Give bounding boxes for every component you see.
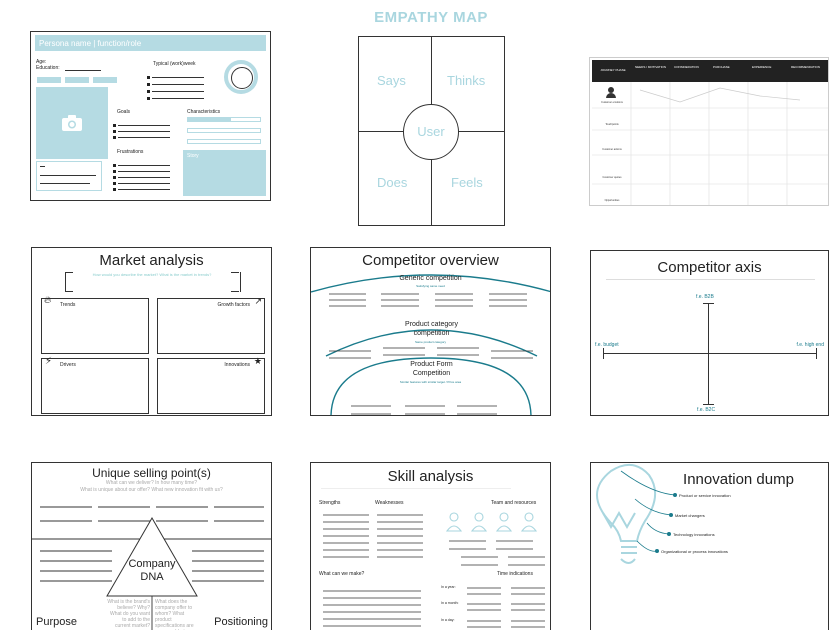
market-analysis-title: Market analysis — [99, 252, 204, 269]
flame-icon: 🔥︎ — [44, 295, 52, 306]
product-form-sub: Similar features with similar target / P… — [399, 380, 462, 384]
skill-strengths-label: Strengths — [319, 500, 341, 506]
persona-week-ring — [224, 60, 258, 94]
persona-age-label: Age: — [36, 59, 47, 65]
company-dna-label: Company DNA — [128, 558, 176, 583]
journey-row-label: Customer quotes — [602, 176, 622, 179]
persona-header-bar — [35, 35, 266, 51]
market-analysis-card[interactable]: Market analysis How would you describe t… — [31, 247, 272, 416]
empathy-map-title: EMPATHY MAP — [374, 9, 488, 26]
generic-competition-sub: Satisfying same need — [416, 284, 445, 288]
market-prompt: How would you describe the market? What … — [92, 272, 212, 277]
empathy-thinks-label: Thinks — [447, 73, 486, 88]
persona-header: Persona name | function/role — [39, 39, 142, 48]
skill-make-label: What can we make? — [319, 571, 365, 577]
journey-first-header: JOURNEY PHASE — [600, 68, 626, 72]
generic-competition-label: Generic competition — [399, 275, 462, 282]
persona-typical-week-label: Typical (work)week — [153, 61, 196, 67]
market-growth-label: Growth factors — [217, 302, 250, 308]
journey-phase: RECOMMENDATION — [791, 65, 820, 69]
innovation-dump-card[interactable]: Innovation dump Product or service innov… — [590, 462, 829, 630]
empathy-user-label: User — [417, 124, 445, 139]
skill-time-label: Time indications — [497, 571, 533, 577]
customer-journey-card[interactable]: JOURNEY PHASE NEEDS / MOTIVATION CONSIDE… — [589, 57, 829, 206]
journey-phase: EXPERIENCE — [752, 65, 772, 69]
journey-row-label: Customer actions — [602, 148, 622, 151]
competitor-overview-title: Competitor overview — [362, 252, 499, 269]
skill-team-label: Team and resources — [491, 500, 537, 506]
usp-question-1: What can we deliver? In how many time? — [105, 480, 198, 486]
persona-education-label: Education: — [36, 65, 60, 71]
market-drivers-label: Drivers — [60, 362, 76, 368]
competitor-axis-title: Competitor axis — [657, 259, 762, 276]
skill-time-day: In a day: — [441, 618, 455, 622]
innovation-item: Market changers — [675, 513, 705, 518]
market-innovations-label: Innovations — [224, 362, 250, 368]
innovation-item: Product or service innovation — [679, 493, 731, 498]
persona-goals-label: Goals — [117, 109, 131, 115]
persona-frustrations-label: Frustrations — [117, 149, 144, 155]
person-icon — [606, 93, 616, 98]
journey-phase: NEEDS / MOTIVATION — [635, 65, 667, 69]
persona-photo-placeholder[interactable] — [36, 87, 108, 159]
empathy-user-circle: User — [403, 104, 459, 160]
product-category-sub: Same product category — [414, 340, 447, 344]
usp-question-2: What is unique about our offer? What new… — [80, 487, 223, 493]
usp-lines — [32, 506, 271, 630]
skill-lines — [323, 512, 545, 628]
axis-right-label: f.e. high end — [796, 342, 824, 348]
innovation-item: Organizational or process innovations — [661, 549, 728, 554]
camera-icon — [62, 115, 82, 131]
market-innovations-box[interactable]: Innovations ★ — [157, 356, 265, 414]
innovation-connectors — [620, 470, 677, 553]
journey-header-row: JOURNEY PHASE NEEDS / MOTIVATION CONSIDE… — [592, 60, 828, 82]
unique-selling-point-card[interactable]: Unique selling point(s) What can we deli… — [31, 462, 272, 630]
innovation-title: Innovation dump — [683, 471, 794, 488]
chart-up-icon: ↗ — [254, 296, 262, 306]
usp-title: Unique selling point(s) — [92, 466, 211, 480]
person-icon — [608, 87, 614, 93]
axis-bottom-label: f.e. B2C — [697, 407, 716, 413]
axis-left-label: f.e. budget — [595, 342, 619, 348]
journey-phase: CONSIDERATION — [674, 65, 699, 69]
usp-question-3: What is the brand's believe? Why? What d… — [107, 599, 150, 629]
competitor-axis-card[interactable]: Competitor axis f.e. B2B f.e. B2C f.e. b… — [590, 250, 829, 416]
empathy-does-label: Does — [377, 175, 408, 190]
persona-story-label: Story — [187, 153, 199, 159]
lightbulb-icon — [596, 464, 656, 564]
skill-time-month: In a month: — [441, 601, 459, 605]
journey-row-label: Opportunities — [604, 199, 620, 202]
skill-analysis-card[interactable]: Skill analysis Strengths Weaknesses Team… — [310, 462, 551, 630]
persona-story-box[interactable]: Story — [183, 150, 266, 196]
skill-weaknesses-label: Weaknesses — [375, 500, 404, 506]
market-drivers-box[interactable]: ⚡︎ Drivers — [41, 356, 149, 414]
empathy-map-card[interactable]: Says Thinks Does Feels User — [358, 36, 505, 226]
market-trends-box[interactable]: 🔥︎ Trends — [41, 295, 149, 354]
usp-question-4: What does the company offer to whom? Wha… — [155, 599, 194, 630]
journey-grid — [592, 82, 828, 205]
product-form-label: Product Form Competition — [410, 361, 453, 377]
rocket-icon: ★ — [253, 356, 262, 366]
journey-row-label: Customer emotions — [601, 101, 623, 104]
persona-template-card[interactable]: Persona name | function/role Age: Educat… — [30, 31, 271, 201]
competitor-overview-card[interactable]: Competitor overview Generic competition … — [310, 247, 551, 416]
usp-purpose-label: Purpose — [36, 616, 77, 628]
axis-top-label: f.e. B2B — [696, 294, 714, 300]
market-growth-box[interactable]: Growth factors ↗ — [157, 296, 265, 354]
innovation-item: Technology innovations — [673, 532, 715, 537]
usp-positioning-label: Positioning — [214, 616, 268, 628]
skill-time-year: In a year: — [441, 585, 456, 589]
empathy-feels-label: Feels — [451, 175, 483, 190]
empathy-says-label: Says — [377, 73, 406, 88]
journey-phase: PURCHASE — [713, 65, 730, 69]
product-category-label: Product category competition — [405, 321, 458, 337]
journey-row-label: Touchpoints — [605, 123, 619, 126]
lightning-icon: ⚡︎ — [45, 356, 53, 367]
competitor-overview-arcs — [311, 274, 550, 415]
persona-characteristics-label: Characteristics — [187, 109, 221, 115]
skill-analysis-title: Skill analysis — [387, 468, 474, 485]
market-trends-label: Trends — [60, 302, 76, 308]
